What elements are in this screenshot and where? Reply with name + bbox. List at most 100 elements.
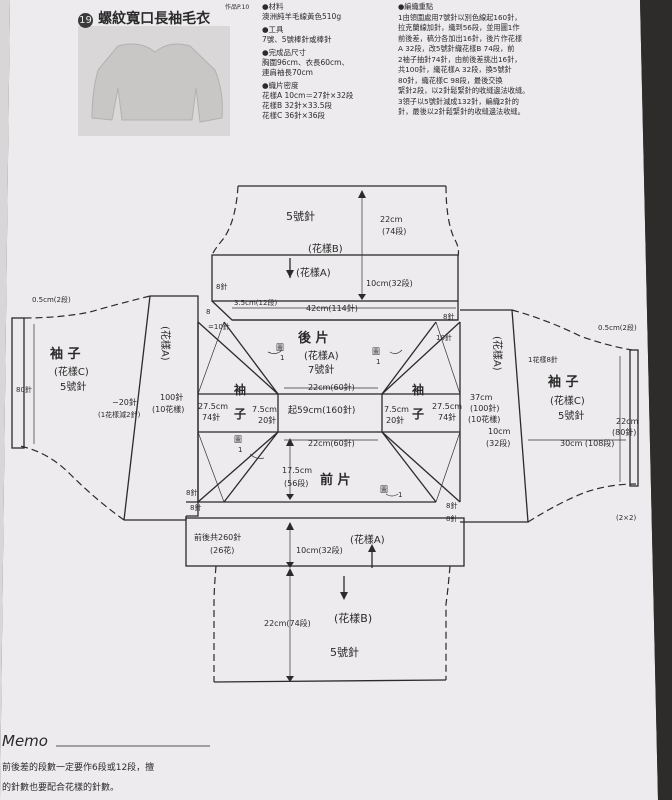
neck-rectangle xyxy=(277,393,383,433)
front-rows: (56段) xyxy=(284,478,308,488)
shoulder-small: 3.5cm(12段) xyxy=(234,298,277,307)
back-width: 22cm(60針) xyxy=(308,382,355,392)
back-chart-left-num: 1 xyxy=(280,354,284,362)
paper-sheet xyxy=(0,0,658,800)
left-sleeve-band xyxy=(150,295,199,517)
right-sleeve-100: (100針) xyxy=(470,403,500,413)
back-title: 後 片 xyxy=(298,330,329,346)
size-line2: 連肩袖長70cm xyxy=(262,68,313,77)
right-sleeve-st8a: 8針 xyxy=(446,501,457,510)
left-sleeve-bottom-curve xyxy=(19,445,125,521)
raglan-right-cm: 27.5cm xyxy=(432,402,462,411)
gauge-line3: 花樣C 36針×36段 xyxy=(262,111,325,120)
back-pattern: (花樣A) xyxy=(304,349,339,362)
left-sleeve-title: 袖 子 xyxy=(50,346,81,362)
knitting-line-1: 1由領圍處用7號針以別色線起160針， xyxy=(398,12,522,22)
front-height: 17.5cm xyxy=(282,466,312,475)
front-title: 前 片 xyxy=(320,472,351,488)
raglan-left-label2: 子 xyxy=(234,407,246,421)
size-heading: ●完成品尺寸 xyxy=(262,48,307,57)
back-chart-right: 圖 xyxy=(372,347,380,356)
right-cuff-cm: 22cm xyxy=(616,417,639,426)
back-chart-right-num: 1 xyxy=(376,358,380,366)
pattern-header: 19 螺紋寬口長袖毛衣 xyxy=(78,8,210,28)
gauge-line2: 花樣B 32針×33.5段 xyxy=(262,101,333,110)
shoulder-main: 42cm(114針) xyxy=(306,303,358,313)
raglan-left-st: 74針 xyxy=(202,412,220,422)
page-shadow xyxy=(640,0,672,800)
knitting-line-10: 針，最後以2針鬆緊針的收縫邊法收縫。 xyxy=(398,107,525,116)
left-cuff-st: 80針 xyxy=(16,385,32,394)
gauge-line1: 花樣A 10cm＝27針×32段 xyxy=(262,91,354,100)
knitting-line-8: 緊針2段，以2針鬆緊針的收縫邊法收縫。 xyxy=(398,86,530,95)
page-edge xyxy=(0,0,10,800)
left-sleeve-dec-note: (1花樣減2針) xyxy=(98,410,141,419)
raglan-left-label: 袖 xyxy=(234,382,246,397)
raglan-right-label2: 子 xyxy=(412,407,424,421)
knitting-points: ●編織重點 1由領圍處用7號針以別色線起160針， 拉克蘭線加針，織到56段，並… xyxy=(398,2,636,118)
back-chart-left: 圖 xyxy=(276,343,284,352)
left-sleeve-pattern-a: (花樣A) xyxy=(159,326,172,361)
bottom-block-pattern-b: (花樣B) xyxy=(334,611,372,625)
left-sleeve-rows: (10花樣) xyxy=(152,404,184,414)
right-sleeve-rep: (10花樣) xyxy=(468,414,500,424)
front-chart-left: 圖 xyxy=(234,435,242,444)
pattern-tag: 作品P.10 xyxy=(225,4,250,11)
right-sleeve-len: 30cm (108段) xyxy=(560,438,614,448)
memo: Memo 前後差的段數一定要作6段或12段，擅 的針數也要配合花樣的針數。 xyxy=(2,732,210,793)
front-chart-left-num: 1 xyxy=(238,446,242,454)
top-block-dim: 22cm xyxy=(380,215,403,224)
top-block-rows: (74段) xyxy=(382,226,406,236)
memo-line1: 前後差的段數一定要作6段或12段，擅 xyxy=(2,761,154,773)
gauge-heading: ●織片密度 xyxy=(262,81,299,90)
top-block-left-curve xyxy=(211,185,239,256)
right-sleeve-top-curve xyxy=(511,309,633,351)
knitting-line-9: 3領子以5號針減成132針，編織2針的 xyxy=(398,96,519,106)
left-sleeve-st8a: 8針 xyxy=(186,488,197,497)
right-sleeve-37cm: 37cm xyxy=(470,393,493,402)
materials-value: 澳洲純羊毛線黃色510g xyxy=(262,12,342,21)
neck-right-st: 20針 xyxy=(386,415,404,425)
front-chart-right-num: 1 xyxy=(398,491,402,499)
knitting-line-4: A 32段，改5號針織花樣B 74段，前 xyxy=(398,44,515,53)
top-band xyxy=(211,254,459,302)
raglan-right-label: 袖 xyxy=(412,382,424,397)
neck-left-cm: 7.5cm xyxy=(252,405,277,414)
left-sleeve-top-curve xyxy=(23,295,151,319)
knitting-line-5: 2袖子抽針74針，由前後差挑出16針， xyxy=(398,54,522,64)
raglan-left-cm: 27.5cm xyxy=(198,402,228,411)
right-sleeve-cuff: 0.5cm(2段) xyxy=(598,323,637,332)
tools-value: 7號、5號棒針或棒針 xyxy=(262,35,332,44)
materials-block: ●材料 澳洲純羊毛線黃色510g ●工具 7號、5號棒針或棒針 ●完成品尺寸 胸… xyxy=(262,2,353,121)
left-sleeve-dec: −20針 xyxy=(112,397,137,407)
right-sleeve-title: 袖 子 xyxy=(548,374,579,390)
knitting-line-3: 前後差，稿分各加出16針，後片作花樣 xyxy=(398,33,523,43)
neck-right-cm: 7.5cm xyxy=(384,405,409,414)
raglan-right-st: 74針 xyxy=(438,412,456,422)
schematic xyxy=(11,185,639,683)
left-sleeve-needle: 5號針 xyxy=(60,380,86,393)
sweater-photo xyxy=(78,26,230,136)
left-sleeve-8: 8 xyxy=(206,308,210,316)
bottom-block-dim: 22cm(74段) xyxy=(264,618,311,628)
right-cuff xyxy=(629,349,639,487)
top-block-pattern-b: (花樣B) xyxy=(308,242,343,255)
pattern-title: 螺紋寬口長袖毛衣 xyxy=(98,11,211,27)
memo-line2: 的針數也要配合花樣的針數。 xyxy=(2,781,119,793)
front-chart-right: 圖 xyxy=(380,485,388,494)
knitting-points-heading: ●編織重點 xyxy=(398,2,434,11)
bottom-band-pattern-a: (花樣A) xyxy=(350,533,385,546)
right-sleeve-one-pattern: 1花樣8針 xyxy=(528,355,558,364)
right-sleeve-pattern-a: (花樣A) xyxy=(491,336,504,371)
right-sleeve-pattern: (花樣C) xyxy=(550,394,585,407)
right-sleeve-st10: 10針 xyxy=(436,333,452,342)
diagram-labels: 5號針 22cm (74段) (花樣B) (花樣A) 10cm(32段) 8針 … xyxy=(16,209,639,659)
top-block-needle: 5號針 xyxy=(286,209,315,223)
top-block-right-curve xyxy=(445,185,460,257)
knitting-line-6: 共100針，織花樣A 32段，換5號針 xyxy=(398,65,512,74)
neck-width-bottom: 22cm(60針) xyxy=(308,438,355,448)
neck-left-st: 20針 xyxy=(258,415,276,425)
top-band-pattern-a: (花樣A) xyxy=(296,266,331,279)
size-line1: 胸圍96cm、衣長60cm、 xyxy=(262,58,349,67)
